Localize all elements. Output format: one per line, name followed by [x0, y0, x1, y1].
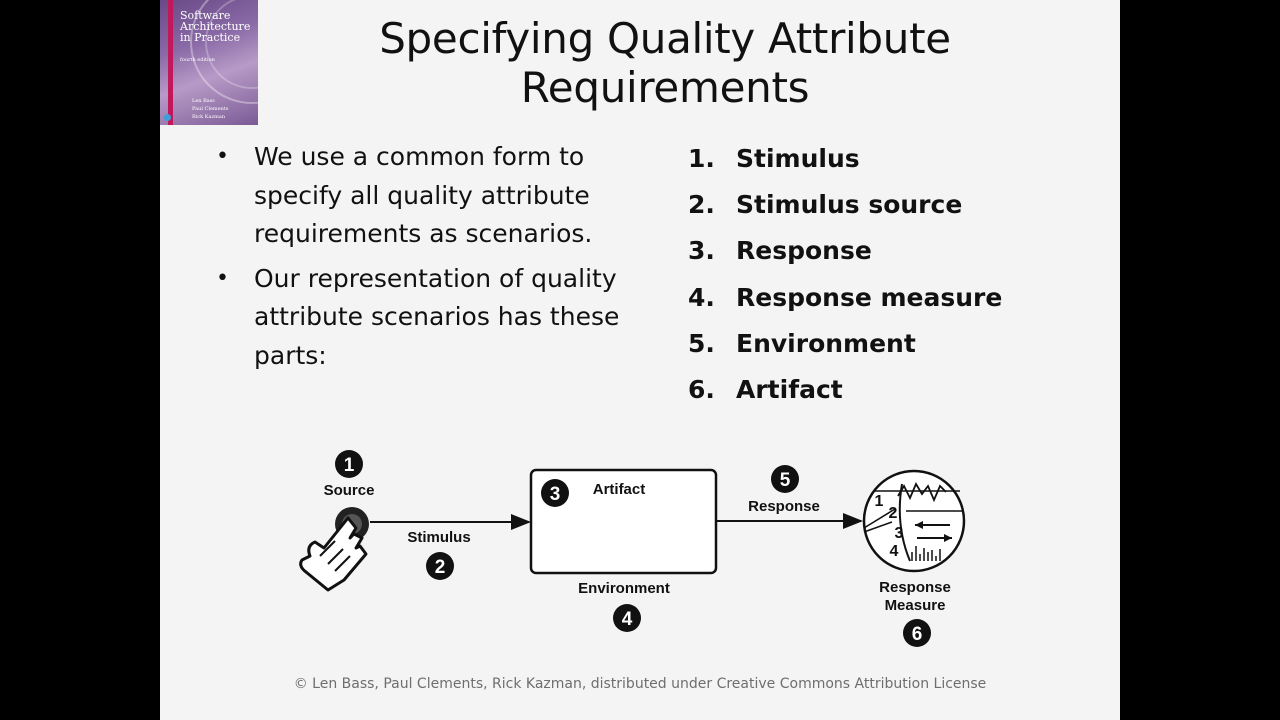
list-item: 4.Response measure [688, 275, 1108, 321]
response-measure-label: Response [879, 579, 951, 596]
scenario-parts-list: 1.Stimulus 2.Stimulus source 3.Response … [688, 136, 1108, 413]
environment-label: Environment [578, 580, 670, 597]
response-measure-gauge-icon: 1 2 3 4 [864, 471, 964, 571]
publisher-logo-icon [164, 114, 171, 121]
response-label: Response [748, 498, 820, 515]
number-badge-3: 3 [541, 479, 569, 507]
list-item: 6.Artifact [688, 367, 1108, 413]
slide-title: Specifying Quality Attribute Requirement… [340, 14, 990, 112]
book-cover-authors: Len Bass Paul Clements Rick Kazman [192, 97, 228, 121]
list-item: 2.Stimulus source [688, 182, 1108, 228]
number-badge-1: 1 [335, 450, 363, 478]
svg-text:5: 5 [780, 470, 791, 491]
bullet-list: We use a common form to specify all qual… [216, 138, 656, 381]
svg-text:4: 4 [622, 609, 633, 630]
svg-text:2: 2 [889, 505, 898, 522]
number-badge-4: 4 [613, 604, 641, 632]
bullet-item: We use a common form to specify all qual… [216, 138, 656, 254]
number-badge-5: 5 [771, 465, 799, 493]
scenario-diagram: 1 Source Stimulus 2 3 Artifact Environme… [160, 430, 1120, 660]
svg-text:3: 3 [550, 484, 561, 505]
response-measure-label: Measure [885, 597, 946, 614]
slide: Software Architecture in Practice fourth… [160, 0, 1120, 720]
list-item: 3.Response [688, 228, 1108, 274]
book-cover-edition: fourth edition [180, 57, 215, 63]
svg-text:6: 6 [912, 624, 923, 645]
svg-text:4: 4 [890, 543, 899, 560]
number-badge-2: 2 [426, 552, 454, 580]
hand-pointer-icon [301, 507, 369, 590]
svg-text:1: 1 [875, 493, 884, 510]
artifact-label: Artifact [593, 481, 646, 498]
stimulus-label: Stimulus [407, 529, 470, 546]
book-cover-title: Software Architecture in Practice [180, 10, 256, 43]
list-item: 5.Environment [688, 321, 1108, 367]
source-label: Source [324, 482, 375, 499]
book-cover-image: Software Architecture in Practice fourth… [160, 0, 258, 125]
bullet-item: Our representation of quality attribute … [216, 260, 656, 376]
svg-text:3: 3 [895, 525, 904, 542]
list-item: 1.Stimulus [688, 136, 1108, 182]
svg-text:2: 2 [435, 557, 446, 578]
number-badge-6: 6 [903, 619, 931, 647]
copyright-footer: © Len Bass, Paul Clements, Rick Kazman, … [160, 676, 1120, 692]
svg-text:1: 1 [344, 455, 355, 476]
